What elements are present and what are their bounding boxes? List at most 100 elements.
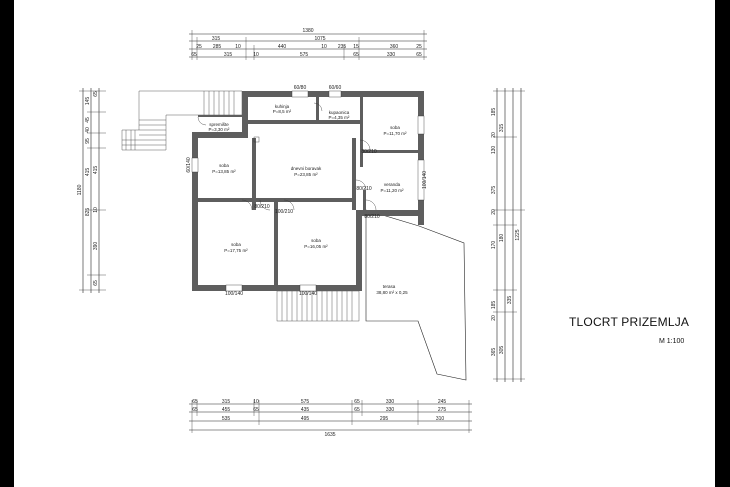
floor-plan: 1380 315 1075 25 285 10 440 10 235 15 36…	[77, 28, 689, 438]
room-veranda-name: veranda	[384, 182, 401, 187]
dim-top-3d: 440	[278, 44, 287, 50]
dim-bot-2e: 65	[354, 407, 360, 413]
dim-top-4c: 10	[253, 52, 259, 58]
dim-right-1e: 20	[491, 209, 497, 215]
room-veranda-area: P=11,20 m²	[380, 188, 404, 193]
room-soba-l-area: P=13,85 m²	[212, 169, 236, 174]
room-soba-bm-area: P=16,05 m²	[304, 244, 328, 249]
dim-right-1h: 20	[491, 315, 497, 321]
opening-label: 100/140	[225, 291, 243, 297]
dim-top-3g: 15	[353, 44, 359, 50]
dim-bot-1f: 330	[386, 399, 395, 405]
dim-top-4d: 575	[300, 52, 309, 58]
dim-right-1g: 185	[491, 301, 497, 310]
dim-left-1b: 45	[85, 117, 91, 123]
room-labels: kuhinja P=8,5 m² kupaonica P=4,35 m² spr…	[209, 104, 407, 253]
room-kupaonica-name: kupaonica	[329, 110, 350, 115]
dim-top-3e: 10	[321, 44, 327, 50]
room-soba-bl-area: P=17,75 m²	[224, 248, 248, 253]
dim-bot-total: 1635	[324, 432, 335, 438]
room-terasa-area: 38,80 m² x 0,25	[376, 290, 408, 295]
drawing-scale: M 1:100	[659, 338, 684, 345]
opening-label: 100/140	[422, 171, 428, 189]
dim-left-2b: 415	[93, 166, 99, 175]
walls	[191, 90, 425, 292]
opening-label: 100/210	[275, 209, 293, 215]
opening-labels: 60/80 60/60 80/210 100/210 80/210 80/210…	[186, 85, 428, 297]
dim-left-1e: 415	[85, 168, 91, 177]
room-dnevni-name: dnevni boravak	[291, 166, 322, 171]
front-steps	[276, 290, 360, 322]
dim-bot-3c: 295	[380, 416, 389, 422]
dim-right-2d: 335	[507, 296, 513, 305]
bottom-dimensions: 65 315 10 575 65 330 245 65 455 65 435 6…	[189, 399, 472, 438]
dim-top-2a: 315	[212, 36, 221, 42]
dim-bot-3a: 535	[222, 416, 231, 422]
dim-top-3c: 10	[235, 44, 241, 50]
dim-top-4g: 65	[416, 52, 422, 58]
room-kuhinja-name: kuhinja	[275, 104, 290, 109]
opening-label: 60/60	[329, 85, 342, 91]
dim-left-2e: 65	[93, 280, 99, 286]
dim-top-2b: 1075	[314, 36, 325, 42]
room-soba-tr-name: soba	[390, 125, 400, 130]
dim-top-4f: 330	[387, 52, 396, 58]
dim-bot-1g: 245	[438, 399, 447, 405]
opening-label: 80/210	[356, 186, 372, 192]
dim-right-1d: 375	[491, 186, 497, 195]
dim-left-2c: 10	[93, 207, 99, 213]
opening-label: 60/80	[294, 85, 307, 91]
terrace: terasa 38,80 m² x 0,25	[365, 209, 467, 381]
drawing-sheet: 1380 315 1075 25 285 10 440 10 235 15 36…	[14, 0, 715, 487]
opening-label: 80/210	[361, 149, 377, 155]
dim-top-3f: 235	[338, 44, 347, 50]
top-dimensions: 1380 315 1075 25 285 10 440 10 235 15 36…	[189, 28, 427, 60]
dim-left-1a: 145	[85, 97, 91, 106]
dim-right-2a: 315	[499, 124, 505, 133]
dim-left-total: 1180	[77, 184, 83, 195]
room-spremiste-area: P=3,30 m²	[209, 127, 230, 132]
dim-top-total: 1380	[302, 28, 313, 34]
room-soba-tr-area: P=11,70 m²	[383, 131, 407, 136]
dim-bot-2f: 330	[386, 407, 395, 413]
dim-bot-1b: 315	[222, 399, 231, 405]
dim-bot-2d: 435	[301, 407, 310, 413]
dim-bot-1c: 10	[253, 399, 259, 405]
dim-top-3i: 25	[416, 44, 422, 50]
dim-right-1b: 20	[491, 132, 497, 138]
dim-right-1f: 170	[491, 241, 497, 250]
dim-left-2a: 65	[93, 91, 99, 97]
dim-right-2c: 1225	[515, 229, 521, 240]
room-terasa-name: terasa	[383, 284, 396, 289]
stairs	[121, 90, 243, 151]
left-dimensions: 1180 145 45 40 95 415 825 65 415 10 390 …	[77, 88, 106, 293]
dim-left-2d: 390	[93, 242, 99, 251]
dim-left-1f: 825	[85, 208, 91, 217]
dim-right-2b: 180	[499, 234, 505, 243]
room-soba-l-name: soba	[219, 163, 229, 168]
room-soba-bl-name: soba	[231, 242, 241, 247]
room-dnevni-area: P=23,85 m²	[294, 172, 318, 177]
dim-right-1c: 130	[491, 146, 497, 155]
dim-right-2e: 305	[499, 346, 505, 355]
right-dimensions: 185 20 130 375 20 170 185 20 365 315 180…	[491, 88, 525, 382]
opening-label: 60/140	[186, 157, 192, 173]
opening-label: 80/210	[364, 214, 380, 220]
dim-top-4a: 65	[191, 52, 197, 58]
dim-bot-1e: 65	[354, 399, 360, 405]
dim-bot-2b: 455	[222, 407, 231, 413]
dim-top-4e: 65	[353, 52, 359, 58]
dim-bot-2g: 275	[438, 407, 447, 413]
dim-bot-2a: 65	[192, 407, 198, 413]
dim-bot-2c: 65	[253, 407, 259, 413]
room-spremiste-name: spremište	[209, 122, 229, 127]
opening-label: 100/140	[299, 291, 317, 297]
door-swings	[197, 102, 377, 211]
dim-bot-3d: 310	[436, 416, 445, 422]
dim-top-4b: 315	[224, 52, 233, 58]
room-kuhinja-area: P=8,5 m²	[273, 109, 292, 114]
dim-right-1i: 365	[491, 348, 497, 357]
dim-bot-3b: 495	[301, 416, 310, 422]
dim-bot-1a: 65	[192, 399, 198, 405]
dim-left-1d: 95	[85, 138, 91, 144]
